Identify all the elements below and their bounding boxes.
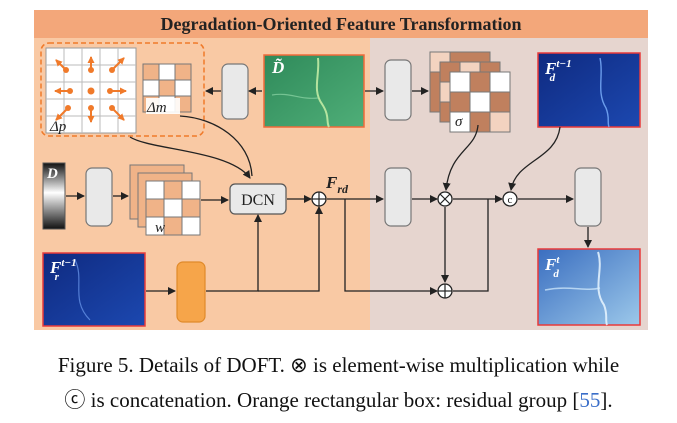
offset-grid (45, 47, 137, 134)
f-d-prev-sup: t−1 (556, 58, 571, 70)
d-tilde-map (263, 54, 365, 128)
conv-block-final (574, 167, 602, 227)
title-bar (34, 10, 648, 38)
delta-m-label: Δm (146, 100, 167, 116)
diagram-title: Degradation-Oriented Feature Transformat… (161, 14, 522, 34)
f-r-prev-main: F (49, 258, 62, 277)
citation-link[interactable]: 55 (579, 388, 601, 412)
caption-line-2-end: ]. (600, 388, 613, 412)
f-d-t-map (537, 248, 641, 326)
conv-block-d (85, 167, 113, 227)
conv-block-sigma (384, 59, 412, 121)
caption-line-2: ⓒ is concatenation. Orange rectangular b… (0, 384, 677, 414)
offset-mask-box (40, 42, 205, 137)
f-d-t-main: F (544, 255, 557, 274)
conv-block-offset (221, 63, 249, 120)
sigma-label: σ (455, 114, 463, 130)
dcn-label: DCN (241, 192, 275, 209)
w-grid-stack (129, 164, 201, 236)
d-label: D (46, 166, 58, 182)
residual-group-block (176, 261, 206, 323)
f-d-prev-map (537, 52, 641, 128)
concat-node (502, 191, 518, 207)
caption-line-2-text: ⓒ is concatenation. Orange rectangular b… (64, 388, 580, 412)
concat-label: c (508, 194, 513, 206)
sigma-grid-stack (429, 51, 511, 133)
f-d-prev-main: F (544, 59, 557, 78)
f-rd-label: Frd (325, 173, 349, 196)
d-tilde-label: D̃ (271, 58, 284, 77)
f-r-prev-sup: t−1 (61, 257, 76, 269)
f-rd-main: F (325, 173, 338, 192)
f-r-prev-map (42, 252, 146, 327)
d-input-image (42, 162, 66, 230)
f-rd-sub: rd (337, 182, 349, 196)
f-d-prev-sub: d (550, 72, 556, 84)
w-label: w (155, 220, 165, 236)
f-d-t-sup: t (556, 254, 560, 266)
f-r-prev-sub: r (55, 271, 60, 283)
f-d-t-sub: d (553, 268, 559, 280)
delta-p-label: Δp (49, 119, 67, 135)
caption-line-1: Figure 5. Details of DOFT. ⊗ is element-… (57, 353, 620, 377)
doft-diagram: Degradation-Oriented Feature Transformat… (34, 10, 648, 330)
conv-block-frd (384, 167, 412, 227)
